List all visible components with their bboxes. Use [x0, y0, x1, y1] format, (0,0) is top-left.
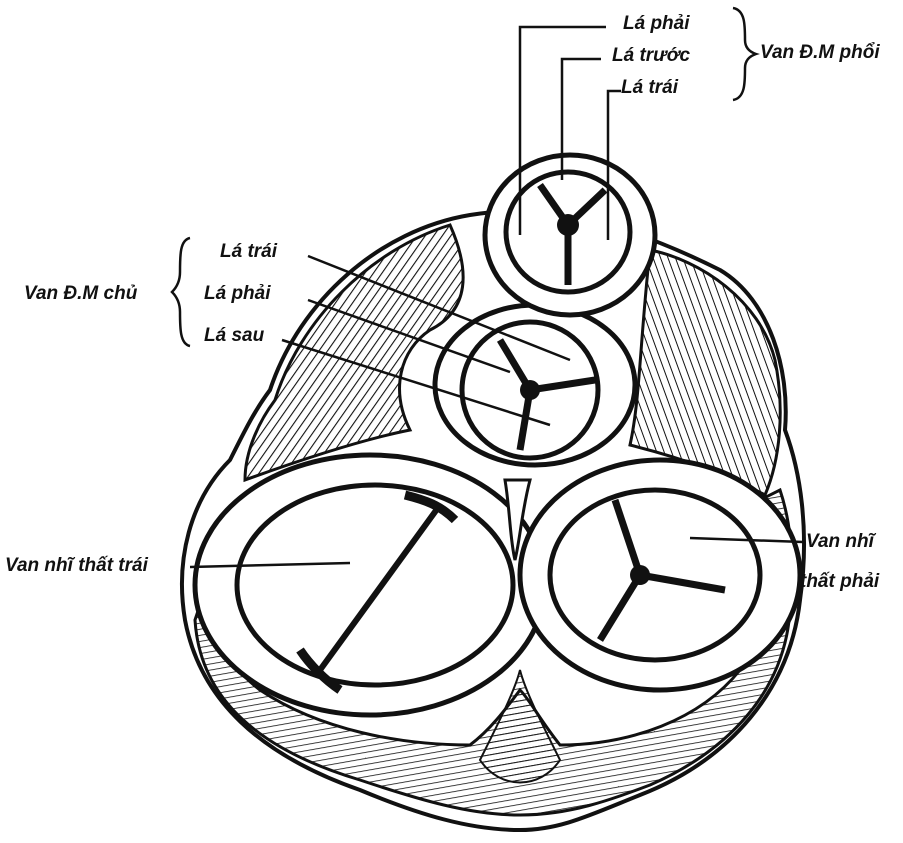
mitral-valve-label: Van nhĩ thất trái	[5, 556, 148, 575]
tricuspid-valve-label-line1: Van nhĩ	[806, 532, 874, 551]
aortic-cusp-left-label: Lá trái	[220, 242, 277, 261]
tricuspid-center	[630, 565, 650, 585]
pulmonary-cusp-left-label: Lá trái	[621, 78, 678, 97]
pulmonary-cusp-anterior-label: Lá trước	[612, 46, 690, 65]
pulmonary-center	[557, 214, 579, 236]
pulmonary-brace	[733, 8, 756, 100]
aortic-center	[520, 380, 540, 400]
aortic-cusp-right-label: Lá phải	[204, 284, 271, 303]
mitral-ring-inner	[237, 485, 513, 685]
pulmonary-valve-label: Van Đ.M phổi	[760, 43, 880, 62]
aortic-brace	[172, 238, 190, 346]
pulmonary-cusp-right-label: Lá phải	[623, 14, 690, 33]
tricuspid-valve-label-line2: thất phải	[800, 572, 879, 591]
aortic-valve-label: Van Đ.M chủ	[24, 284, 137, 303]
aortic-cusp-posterior-label: Lá sau	[204, 326, 264, 345]
